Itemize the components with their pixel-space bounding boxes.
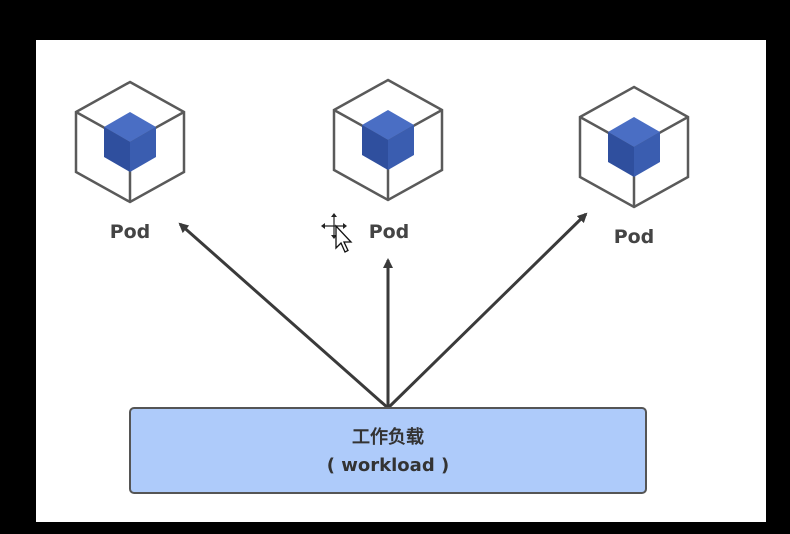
cube-icon <box>74 80 186 204</box>
cube-icon <box>332 78 444 202</box>
arrow-to-pod-3 <box>386 212 588 410</box>
cube-icon <box>578 85 690 209</box>
pod-label-3: Pod <box>614 226 655 248</box>
pod-node-1: Pod <box>74 80 186 243</box>
workload-box: 工作负载 ( workload ) <box>129 407 647 494</box>
workload-title: 工作负载 <box>352 426 424 448</box>
pod-label-1: Pod <box>110 221 151 243</box>
arrow-to-pod-1 <box>178 222 389 410</box>
pod-node-2: Pod <box>332 78 444 243</box>
move-cursor-icon <box>321 213 353 253</box>
pod-label-2: Pod <box>369 221 410 243</box>
workload-subtitle: ( workload ) <box>327 455 449 476</box>
pod-node-3: Pod <box>578 85 690 248</box>
